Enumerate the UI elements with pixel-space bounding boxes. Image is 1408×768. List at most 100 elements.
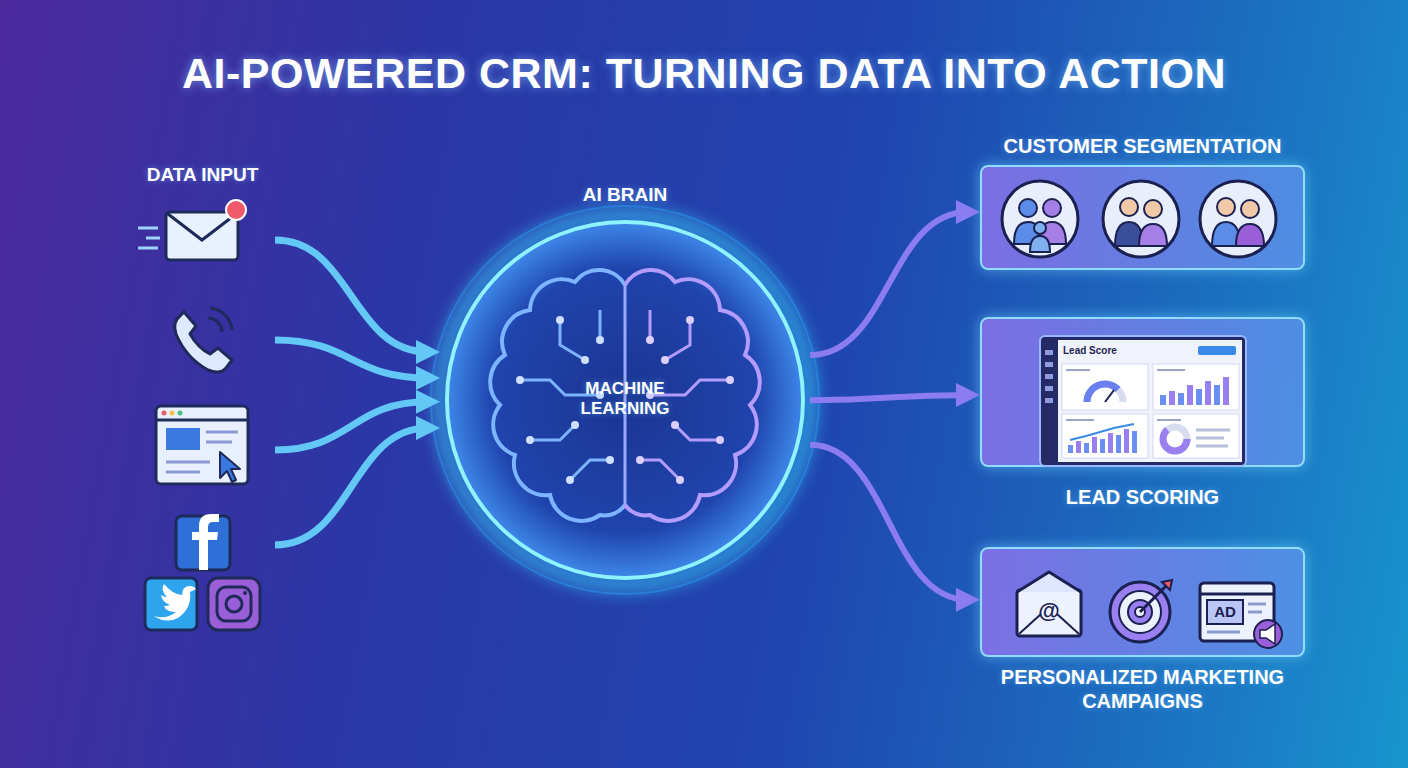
segment-circle — [1200, 181, 1276, 257]
browser-dot — [162, 411, 167, 416]
target-arrow — [1140, 586, 1166, 612]
input-group: DATA INPUT — [130, 160, 275, 640]
chart-bar — [1178, 393, 1184, 405]
ad-banner — [1207, 600, 1243, 624]
box-frame — [980, 547, 1305, 657]
instagram-square — [208, 578, 260, 630]
circuit-trace — [599, 310, 602, 340]
phone-handset — [175, 312, 232, 372]
person-body — [1115, 222, 1143, 246]
flow-arrow — [275, 428, 428, 545]
browser-line — [166, 461, 210, 464]
facebook-glyph — [192, 514, 219, 570]
circuit-dot — [726, 376, 734, 384]
sidebar-item — [1045, 362, 1053, 367]
chart-bar — [1214, 385, 1220, 405]
output-box: PERSONALIZED MARKETING CAMPAIGNS — [980, 547, 1305, 712]
browser-image — [166, 428, 200, 450]
envelope-body — [1017, 590, 1081, 636]
sidebar-item — [1045, 386, 1053, 391]
person-head — [1019, 199, 1037, 217]
circuit-trace — [560, 320, 585, 360]
person-head — [1120, 198, 1138, 216]
browser-dot — [170, 411, 175, 416]
page-title: AI-POWERED CRM: TURNING DATA INTO ACTION — [0, 48, 1408, 100]
chart-bar — [1124, 429, 1129, 453]
browser-line — [206, 431, 238, 434]
segment-circle — [1103, 181, 1179, 257]
twitter-icon — [145, 578, 197, 630]
brain-circle: AI BRAINMACHINE LEARNING — [440, 180, 810, 590]
person-head — [1034, 222, 1046, 234]
chart-bar — [1084, 443, 1089, 453]
chart-bar — [1196, 389, 1202, 405]
node-body: MACHINE LEARNING — [550, 379, 700, 420]
node-heading: CUSTOMER SEGMENTATION — [980, 134, 1305, 158]
person-body — [1212, 222, 1240, 246]
person-head — [1144, 200, 1162, 218]
instagram-frame — [217, 587, 251, 621]
header-button — [1198, 346, 1236, 355]
flow-arrow — [810, 212, 968, 355]
chart-bar — [1068, 445, 1073, 453]
instagram-dot — [243, 591, 247, 595]
dashboard-tile — [1062, 364, 1148, 410]
gauge-needle — [1105, 390, 1114, 402]
twitter-bird — [154, 584, 196, 621]
segment-circle — [1002, 181, 1078, 257]
dashboard-tile — [1153, 414, 1239, 458]
node-heading: LEAD SCORING — [980, 485, 1305, 509]
email-icon — [138, 200, 246, 260]
circuit-dot — [671, 421, 679, 429]
facebook-square — [176, 516, 230, 570]
browser-dot — [178, 411, 183, 416]
segment-icons — [1002, 181, 1276, 257]
campaign-icons — [1017, 572, 1282, 648]
circuit-dot — [556, 316, 564, 324]
person-head — [1043, 199, 1061, 217]
envelope-fold — [1019, 614, 1079, 634]
flow-arrow — [275, 402, 428, 450]
ring-halo — [431, 206, 819, 594]
circuit-dot — [661, 356, 669, 364]
speed-line — [138, 227, 158, 230]
arrow-fletching — [1162, 580, 1172, 590]
signal-wave — [208, 318, 222, 332]
person-body — [1030, 236, 1050, 252]
chart-bar — [1223, 377, 1229, 405]
phone-icon — [175, 308, 232, 372]
dashboard-tile — [1062, 414, 1148, 458]
gauge-value — [1087, 384, 1118, 402]
browser-line — [206, 441, 232, 444]
circuit-trace — [640, 460, 680, 480]
dashboard-art — [1040, 336, 1246, 466]
envelope-flap — [1017, 572, 1081, 592]
ring-glow — [441, 216, 809, 584]
chart-bar — [1076, 441, 1081, 453]
target-bullseye — [1135, 607, 1145, 617]
circuit-dot — [581, 356, 589, 364]
twitter-square — [145, 578, 197, 630]
ad-window-bar — [1200, 593, 1274, 596]
dashboard-window — [1040, 336, 1246, 466]
ad-window — [1200, 583, 1274, 641]
circuit-dot — [636, 456, 644, 464]
tile-caption — [1066, 419, 1094, 421]
chart-bar — [1187, 385, 1193, 405]
sidebar-item — [1045, 374, 1053, 379]
envelope-flap — [168, 214, 236, 240]
ad-line — [1248, 611, 1262, 614]
tile-caption — [1157, 369, 1185, 371]
sidebar-item — [1045, 350, 1053, 355]
flow-arrow — [810, 395, 968, 400]
browser-window — [156, 406, 248, 484]
tile-caption — [1157, 419, 1181, 421]
circuit-trace — [665, 320, 690, 360]
megaphone-badge — [1254, 620, 1282, 648]
browser-bar — [156, 419, 248, 422]
dashboard-tile — [1153, 364, 1239, 410]
speed-line — [146, 237, 160, 240]
mouse-cursor — [220, 452, 240, 482]
chart-bar — [1108, 433, 1113, 453]
